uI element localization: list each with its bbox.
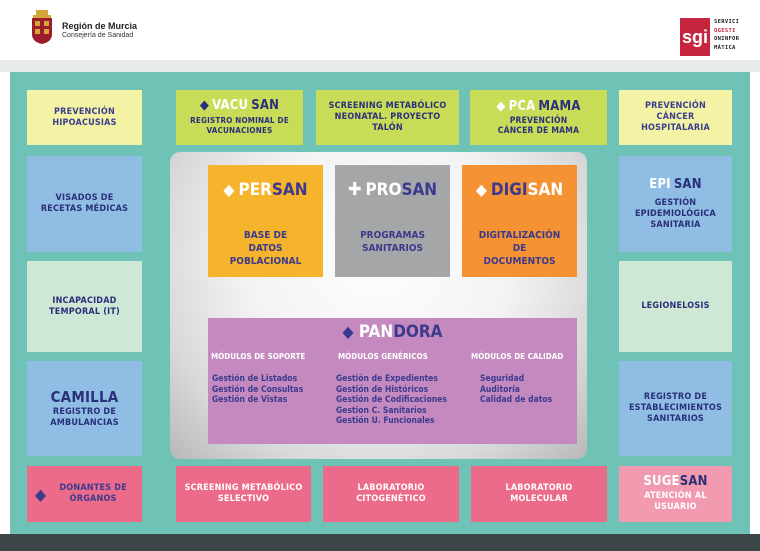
people-icon: ◆ — [223, 180, 235, 199]
pandora-column-heading: MÓDULOS GENÉRICOS — [338, 352, 428, 361]
list-item: Gestión U. Funcionales — [336, 416, 435, 426]
syringe-icon: ◆ — [199, 98, 210, 113]
box-prevencion-cancer-hospitalaria: PREVENCIÓN CÁNCER HOSPITALARIA — [619, 90, 732, 145]
pandora-column-heading: MÓDULOS DE CALIDAD — [471, 352, 564, 361]
plus-icon: ✚ — [347, 179, 362, 200]
box-camilla: CAMILLA REGISTRO DE AMBULANCIAS — [27, 361, 142, 456]
box-visados-recetas: VISADOS DE RECETAS MÉDICAS — [27, 156, 142, 252]
pandora-column-heading: MÓDULOS DE SOPORTE — [211, 352, 306, 361]
header-band — [0, 60, 760, 72]
pandora-title: ◆ PANDORA — [342, 322, 443, 342]
box-screening-neonatal: SCREENING METABÓLICO NEONATAL. PROYECTO … — [316, 90, 459, 145]
region-crest-icon — [32, 10, 52, 44]
sgi-logo: sgi — [680, 18, 710, 56]
box-screening-selectivo: SCREENING METABÓLICO SELECTIVO — [176, 466, 311, 522]
list-item: Seguridad — [480, 374, 525, 384]
pandora-icon: ◆ — [342, 322, 354, 341]
list-item: Gestión de Codificaciones — [336, 395, 447, 405]
pandora-calidad-list: Seguridad Auditoría Calidad de datos — [480, 374, 552, 406]
box-registro-establecimientos: REGISTRO DE ESTABLECIMIENTOS SANITARIOS — [619, 361, 732, 456]
footer-bar — [0, 534, 760, 551]
list-item: Gestión de Expedientes — [336, 374, 438, 384]
list-item: Auditoría — [480, 384, 520, 395]
list-item: Gestión de Históricos — [336, 384, 429, 395]
list-item: Gestión de Listados — [212, 374, 298, 384]
box-prevencion-hipoacusias: PREVENCIÓN HIPOACUSIAS — [27, 90, 142, 145]
document-icon: ◆ — [475, 180, 487, 199]
box-laboratorio-citogenetico: LABORATORIO CITOGENÉTICO — [323, 466, 459, 522]
pandora-soporte-list: Gestión de Listados Gestión de Consultas… — [212, 374, 303, 406]
box-incapacidad-temporal: INCAPACIDAD TEMPORAL (IT) — [27, 261, 142, 352]
box-laboratorio-molecular: LABORATORIO MOLECULAR — [471, 466, 607, 522]
box-legionelosis: LEGIONELOSIS — [619, 261, 732, 352]
header: Región de Murcia Consejería de Sanidad s… — [0, 0, 760, 60]
org-subtitle: Consejería de Sanidad — [62, 32, 134, 39]
eye-icon: ◆ — [496, 98, 506, 114]
list-item: Gestión de Consultas — [212, 384, 304, 395]
box-donantes-organos: ◆ DONANTES DE ÓRGANOS — [27, 466, 142, 522]
org-name: Región de Murcia — [62, 21, 138, 31]
sgi-logo-text: SERVICI OGESTI ONINFOR MÁTICA — [714, 19, 740, 51]
list-item: Calidad de datos — [480, 395, 553, 405]
organ-donation-icon: ◆ — [35, 484, 47, 504]
module-pandora: ◆ PANDORA MÓDULOS DE SOPORTE MÓDULOS GEN… — [208, 318, 577, 444]
list-item: Gestión de Vistas — [212, 395, 288, 405]
pandora-genericos-list: Gestión de Expedientes Gestión de Histór… — [336, 374, 447, 427]
list-item: Gestion C. Sanitarios — [336, 405, 427, 416]
